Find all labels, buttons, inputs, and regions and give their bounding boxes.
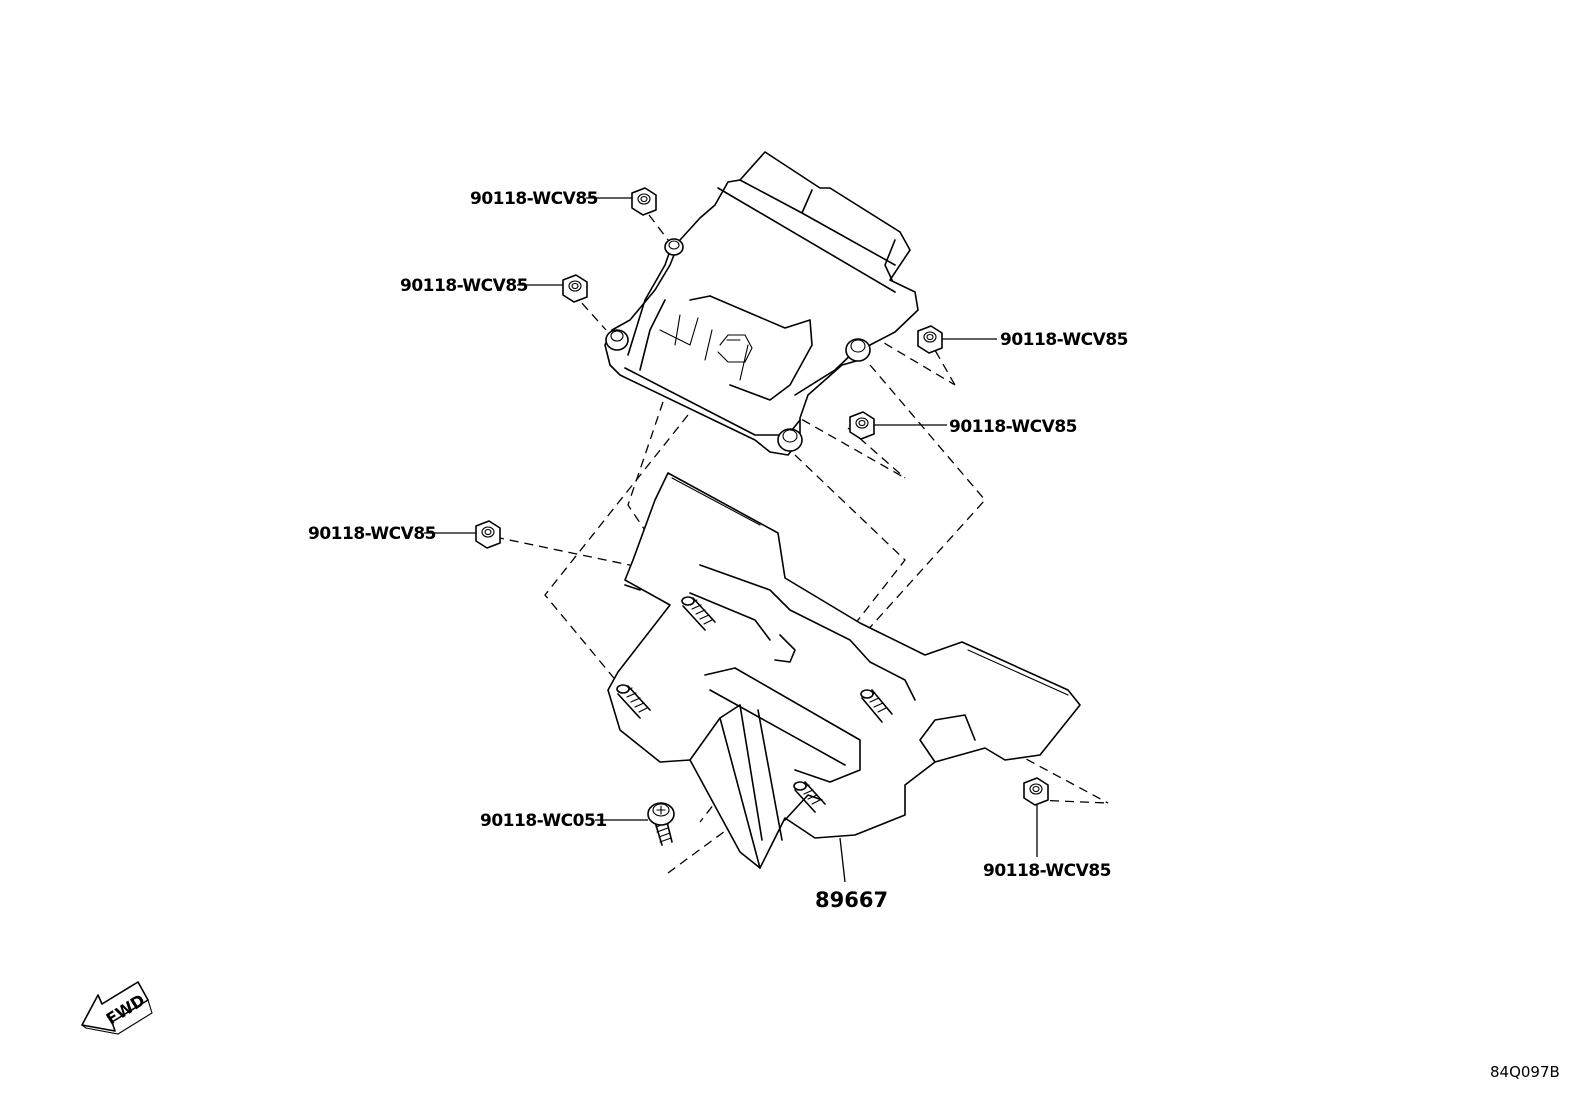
ecu-boss-3	[845, 338, 871, 362]
ecu-module	[604, 151, 919, 456]
nut-icon-2	[562, 274, 588, 303]
callout-bolt-1[interactable]: 90118-WC051	[480, 811, 607, 831]
fwd-arrow-icon: FWD	[81, 981, 153, 1035]
ecu-boss-2	[605, 329, 629, 351]
nut-icon-3	[917, 325, 943, 354]
part-number-main[interactable]: 89667	[815, 888, 888, 912]
stud-4	[793, 781, 826, 813]
callout-nut-6[interactable]: 90118-WCV85	[983, 861, 1111, 881]
callout-nut-5[interactable]: 90118-WCV85	[308, 524, 436, 544]
callout-nut-1[interactable]: 90118-WCV85	[470, 189, 598, 209]
bolt-icon	[647, 802, 675, 846]
stud-2	[616, 684, 651, 719]
nut-icon-1	[631, 187, 657, 216]
callout-nut-3[interactable]: 90118-WCV85	[1000, 330, 1128, 350]
ecu-boss-1	[664, 238, 684, 256]
stud-1	[681, 596, 716, 631]
callout-nut-4[interactable]: 90118-WCV85	[949, 417, 1077, 437]
nut-icon-6	[1023, 777, 1049, 806]
nut-icon-5	[475, 520, 501, 549]
callout-leaders	[424, 197, 1038, 883]
stud-3	[860, 689, 893, 723]
mounting-bracket	[607, 472, 1081, 869]
callout-nut-2[interactable]: 90118-WCV85	[400, 276, 528, 296]
diagram-reference-code: 84Q097B	[1490, 1063, 1560, 1081]
ecu-boss-4	[777, 428, 803, 452]
nut-icon-4	[849, 411, 875, 440]
